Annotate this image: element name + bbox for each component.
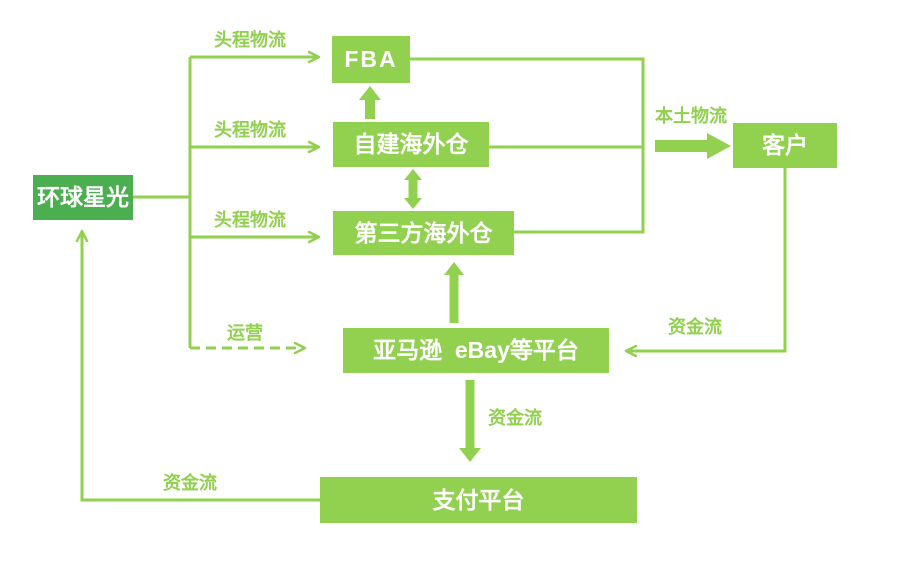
label-capital-flow-right: 资金流 xyxy=(668,317,722,337)
label-operation: 运营 xyxy=(227,323,263,343)
label-capital-flow-mid: 资金流 xyxy=(488,408,542,428)
node-customer: 客户 xyxy=(733,123,837,168)
arrow-platforms-to-thirdparty xyxy=(444,262,464,323)
edge-customer-to-platforms xyxy=(624,168,787,358)
label-first-leg-logistics-2: 头程物流 xyxy=(214,120,286,140)
node-payment-platform: 支付平台 xyxy=(320,477,637,523)
node-own-warehouse: 自建海外仓 xyxy=(333,122,489,167)
node-platforms: 亚马逊 eBay等平台 xyxy=(343,328,609,373)
edge-payment-to-company xyxy=(75,229,320,502)
label-local-logistics: 本土物流 xyxy=(655,106,727,126)
node-company: 环球星光 xyxy=(33,175,133,220)
arrow-local-logistics-to-customer xyxy=(655,133,731,159)
node-third-party-warehouse: 第三方海外仓 xyxy=(333,211,514,255)
arrow-own-warehouse-to-fba xyxy=(359,86,381,119)
arrow-own-thirdparty-bidirectional xyxy=(404,169,422,209)
label-first-leg-logistics-3: 头程物流 xyxy=(214,210,286,230)
node-fba: FBA xyxy=(332,36,410,83)
arrow-platforms-to-payment xyxy=(459,380,481,462)
label-first-leg-logistics-1: 头程物流 xyxy=(214,30,286,50)
label-capital-flow-bottom: 资金流 xyxy=(163,473,217,493)
